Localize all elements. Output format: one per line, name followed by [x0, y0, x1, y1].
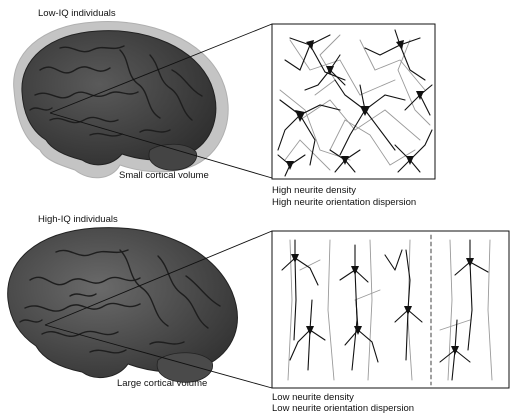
top-panel-title: Low-IQ individuals — [38, 8, 116, 19]
bottom-density-label: Low neurite density — [272, 392, 354, 403]
bottom-brain — [7, 227, 238, 383]
bottom-brain-hemisphere — [7, 227, 238, 379]
bottom-volume-label: Large cortical volume — [117, 378, 208, 389]
top-brain — [13, 21, 229, 179]
bottom-panel-title: High-IQ individuals — [38, 214, 118, 225]
bottom-neuron-panel — [271, 230, 510, 389]
top-leader-lines — [49, 23, 273, 179]
bottom-neuron-box — [271, 230, 510, 389]
top-density-label: High neurite density — [272, 185, 356, 196]
top-volume-label: Small cortical volume — [119, 170, 209, 181]
bottom-dispersion-label: Low neurite orientation dispersion — [272, 403, 415, 414]
bottom-leader-lines — [44, 230, 273, 389]
bottom-brain-cerebellum — [156, 352, 213, 383]
top-neuron-panel — [271, 23, 436, 180]
top-brain-cerebellum — [148, 143, 198, 171]
top-dispersion-label: High neurite orientation dispersion — [272, 197, 417, 208]
